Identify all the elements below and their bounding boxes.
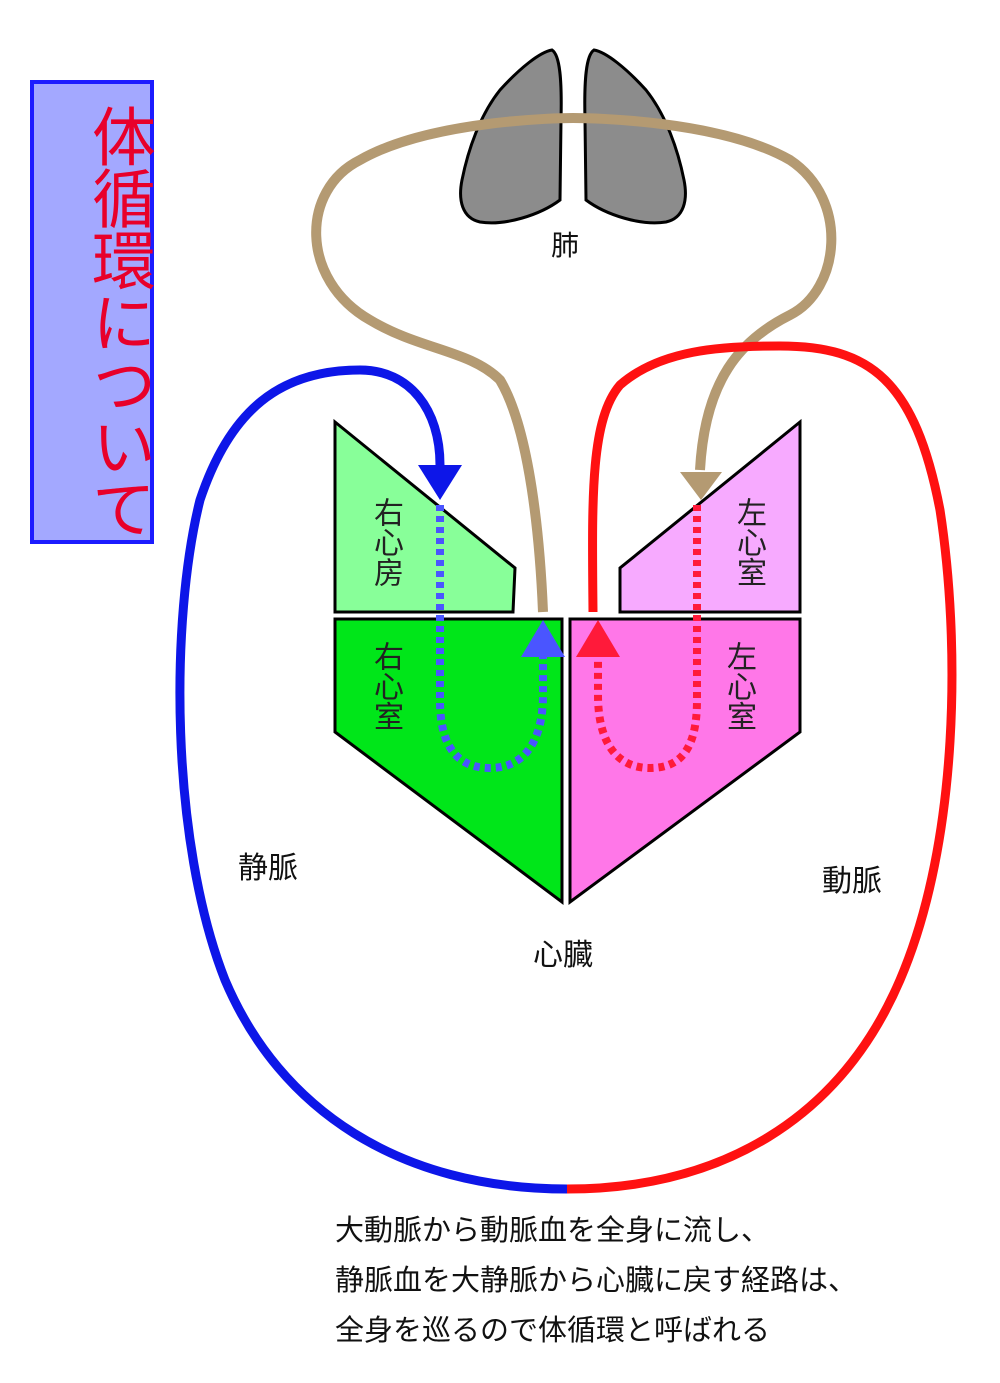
pulmonary-arrowhead — [680, 472, 722, 500]
left-ventricle-shape — [568, 617, 802, 905]
page-title: 体循環について — [81, 104, 155, 538]
title-box: 体循環について — [30, 80, 155, 544]
caption-line-3: 全身を巡るので体循環と呼ばれる — [335, 1313, 771, 1347]
left-ventricle-label: 左心室 — [721, 641, 756, 731]
lungs-label: 肺 — [551, 229, 580, 262]
left-heart-flow-arrowhead — [576, 620, 620, 657]
right-atrium-shape — [333, 418, 517, 614]
left-atrium-label: 左心室 — [731, 497, 766, 587]
right-heart-flow-arrowhead — [521, 620, 565, 657]
right-lung-shape — [583, 48, 687, 225]
caption-line-2: 静脈血を大静脈から心臓に戻す経路は、 — [335, 1263, 858, 1297]
right-ventricle-shape — [333, 617, 564, 905]
heart-label: 心臓 — [533, 938, 593, 973]
pulmonary-path-line — [311, 112, 837, 613]
caption-line-1: 大動脈から動脈血を全身に流し、 — [335, 1213, 771, 1247]
left-heart-flow-line — [594, 505, 701, 773]
vein-label: 静脈 — [238, 851, 298, 886]
right-heart-flow-line — [436, 505, 547, 773]
artery-path-line — [566, 341, 957, 1194]
right-ventricle-label: 右心室 — [368, 641, 403, 731]
vein-arrowhead — [418, 465, 462, 500]
left-lung-shape — [459, 48, 563, 225]
right-atrium-label: 右心房 — [368, 497, 403, 587]
artery-label: 動脈 — [822, 864, 882, 899]
caption: 大動脈から動脈血を全身に流し、 静脈血を大静脈から心臓に戻す経路は、 全身を巡る… — [335, 1205, 857, 1355]
left-atrium-shape — [618, 418, 802, 614]
vein-path-line — [175, 365, 568, 1194]
